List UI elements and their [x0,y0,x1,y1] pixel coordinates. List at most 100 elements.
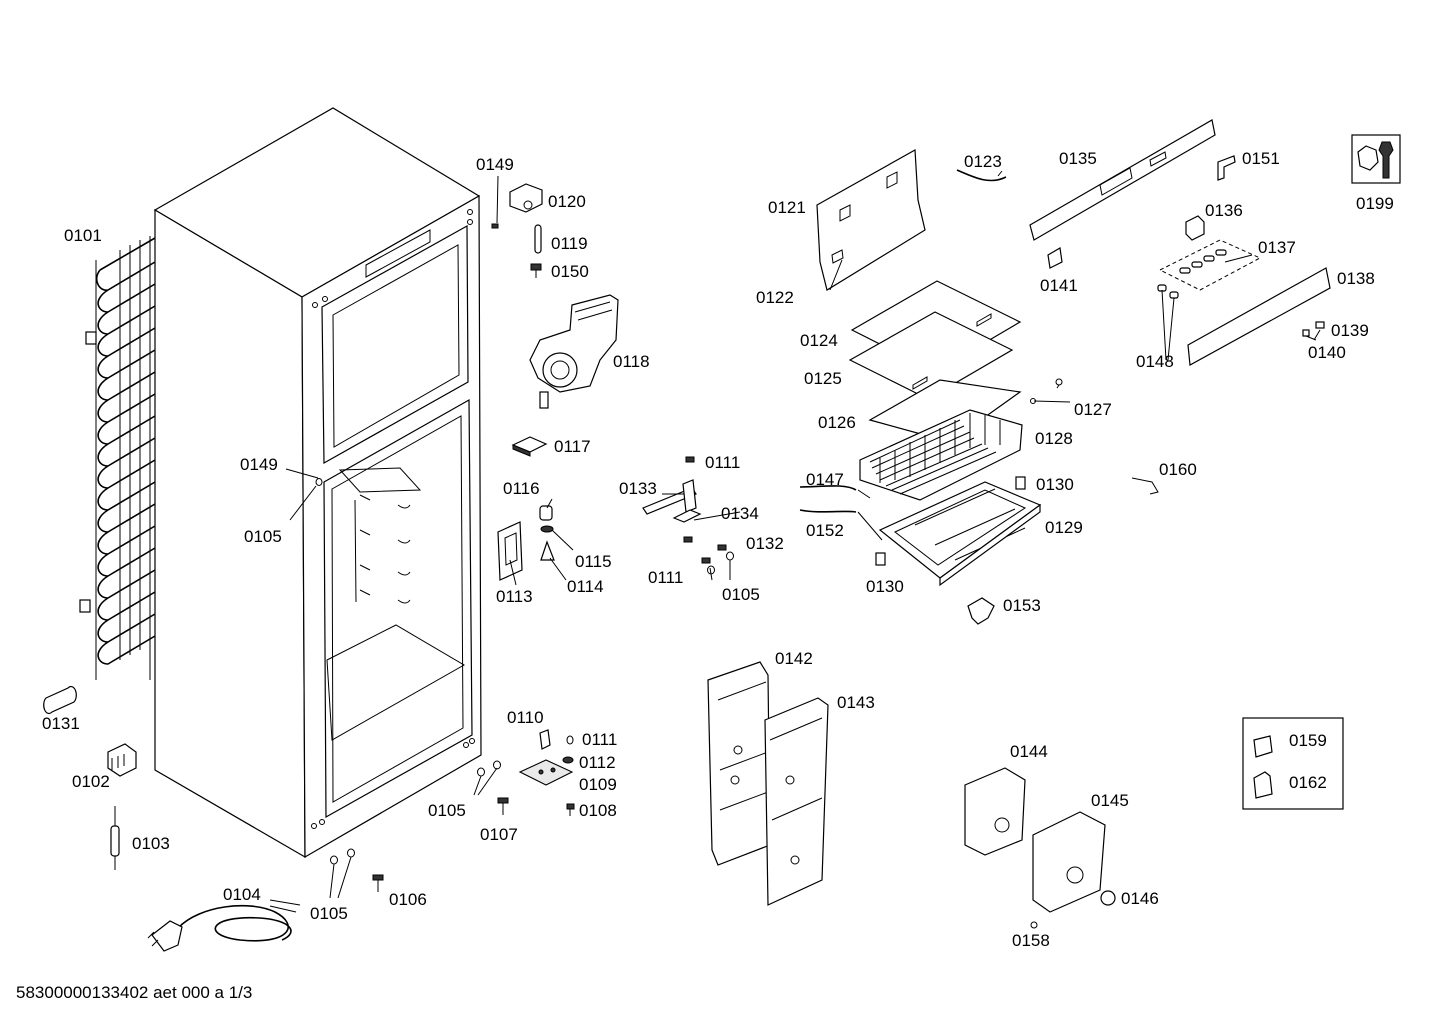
wire-0152 [799,509,857,513]
callout-label: 0118 [613,352,650,371]
callout-label: 0143 [837,693,875,712]
callout-label: 0130 [1036,475,1074,494]
parts-0139-0140 [1302,321,1325,337]
callout-label: 0199 [1356,194,1394,213]
housing-0144 [964,767,1026,856]
leader-lines [285,170,1321,899]
callout-label: 0150 [551,262,589,281]
callout-label: 0132 [746,534,784,553]
callout-label: 0105 [244,527,282,546]
parts-0148 [1157,284,1179,299]
callout-label: 0117 [554,437,591,456]
callout-label: 0148 [1136,352,1174,371]
plate-0125 [848,311,1014,400]
cabinet-body [153,107,482,859]
footer-code: 58300000133402 aet 000 a 1/3 [16,983,252,1002]
knob-0146 [1100,890,1116,906]
part-0151 [1217,155,1236,181]
cover-0121 [816,149,926,291]
power-cord-0104 [147,899,301,952]
callout-label: 0133 [619,479,657,498]
callout-label: 0145 [1091,791,1129,810]
callout-label: 0105 [722,585,760,604]
callout-label: 0160 [1159,460,1197,479]
callout-label: 0125 [804,369,842,388]
buttons-0137 [1158,239,1262,291]
callout-label: 0131 [42,714,80,733]
door-liner-0143 [764,697,829,906]
part-0103 [110,806,120,870]
callout-label: 0107 [480,825,518,844]
shelf-supports [359,494,411,604]
part-0127 [1055,378,1063,386]
callout-label: 0130 [866,577,904,596]
part-0117 [511,436,548,457]
callout-label: 0111 [582,730,617,749]
part-0141 [1047,247,1063,269]
fan-housing-0118 [529,294,619,409]
callout-label: 0144 [1010,742,1048,761]
callout-label: 0108 [579,801,617,820]
callout-label: 0140 [1308,343,1346,362]
housing-0145 [1032,811,1106,913]
callout-label: 0162 [1289,773,1327,792]
part-0130-bottom [875,552,886,566]
hinge-upper [491,183,543,278]
callout-label: 0111 [648,568,683,587]
callout-label: 0124 [800,331,838,350]
callout-label: 0139 [1331,321,1369,340]
callout-label: 0136 [1205,201,1243,220]
callout-label: 0159 [1289,731,1327,750]
part-0102 [107,743,137,777]
callout-label: 0142 [775,649,813,668]
tray-0129 [878,481,1042,587]
callout-label: 0138 [1337,269,1375,288]
callout-label: 0103 [132,834,170,853]
callout-label: 0119 [551,234,588,253]
callout-label: 0126 [818,413,856,432]
callout-label: 0137 [1258,238,1296,257]
callout-label: 0120 [548,192,586,211]
part-0160 [1131,477,1159,495]
callout-label: 0151 [1242,149,1280,168]
callout-label: 0110 [507,708,544,727]
control-panel-0135 [1029,119,1216,241]
callout-label: 0114 [567,577,604,596]
screw-0106 [372,874,384,892]
part-0158 [1030,921,1038,929]
callout-label: 0116 [503,479,540,498]
callout-label: 0104 [223,885,261,904]
evaporator-0128 [859,409,1023,501]
hinge-lower [518,729,575,816]
legend-box [1242,717,1344,810]
callout-labels: 0101 0149 0120 0119 0150 0118 0117 0149 … [42,149,1394,950]
thermostat-group [497,505,555,581]
callout-label: 0105 [428,801,466,820]
switch-0136 [1185,215,1205,241]
callout-label: 0149 [476,155,514,174]
callout-label: 0127 [1074,400,1112,419]
callout-label: 0135 [1059,149,1097,168]
callout-label: 0122 [756,288,794,307]
strip-0138 [1187,267,1331,366]
part-0153 [967,597,995,625]
callout-label: 0113 [496,587,533,606]
callout-label: 0152 [806,521,844,540]
condenser-coil [79,236,156,680]
wire-0147 [799,485,857,491]
callout-label: 0109 [579,775,617,794]
screw-0107 [497,797,509,815]
callout-label: 0105 [310,904,348,923]
wire-0123 [956,169,1007,182]
callout-label: 0123 [964,152,1002,171]
callout-label: 0129 [1045,518,1083,537]
callout-label: 0146 [1121,889,1159,908]
door-liner-0142 [707,661,771,866]
callout-label: 0121 [768,198,806,217]
callout-label: 0158 [1012,931,1050,950]
callout-label: 0128 [1035,429,1073,448]
callout-label: 0147 [806,470,844,489]
callout-label: 0115 [575,552,612,571]
callout-label: 0134 [721,504,759,523]
